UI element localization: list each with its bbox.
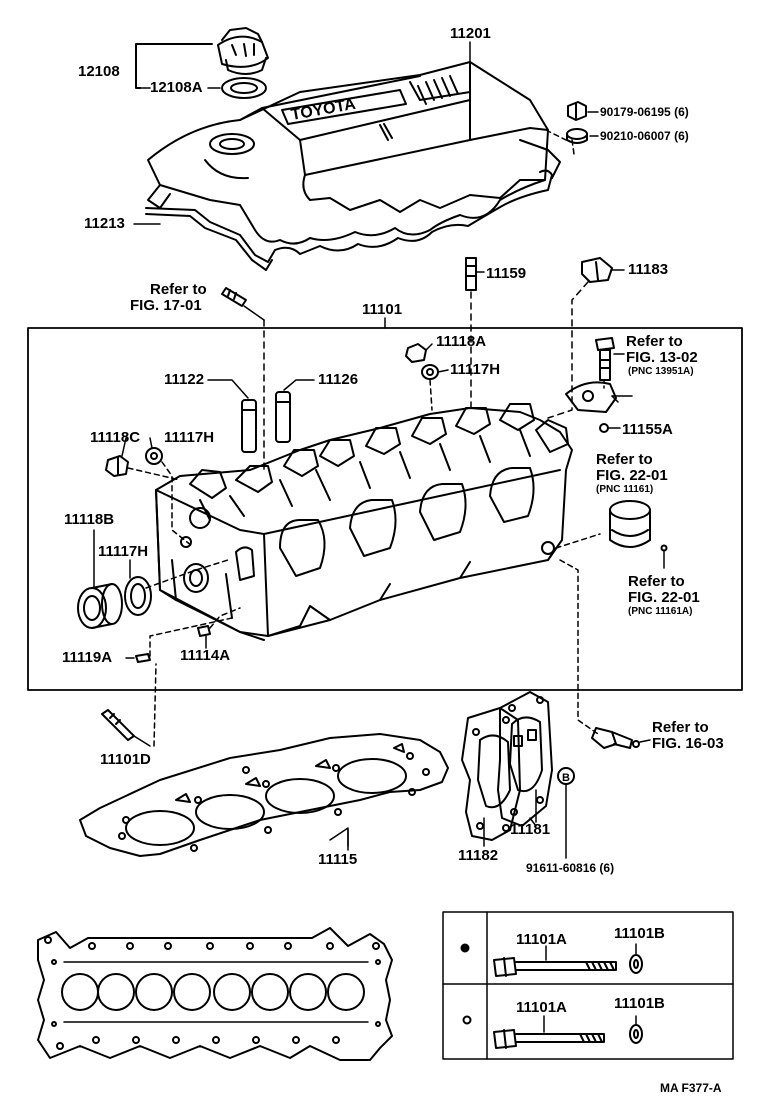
label-11117h-top: 11117H	[450, 361, 501, 378]
label-11117h-mid: 11117H	[98, 543, 149, 560]
label-11183: 11183	[628, 261, 669, 278]
label-refer-fig2201-line2: FIG. 22-01	[596, 467, 668, 484]
plug-11118b	[77, 583, 123, 629]
cylinder-head-cup-plug	[609, 500, 651, 548]
bolt-legend-table	[442, 911, 734, 1060]
label-12108a: 12108A	[150, 79, 203, 96]
label-refer-fig2201b-line1: Refer to	[628, 573, 685, 590]
label-refer-fig2201b-line3: (PNC 11161A)	[628, 606, 693, 617]
label-90179: 90179-06195 (6)	[600, 105, 689, 119]
cylinder-head-plug	[465, 257, 477, 291]
cylinder-head-gasket	[79, 733, 449, 857]
water-outlet-gasket	[461, 707, 521, 841]
label-refer-fig2201b-line2: FIG. 22-01	[628, 589, 700, 606]
label-11181: 11181	[510, 821, 551, 838]
exhaust-valve-guide	[275, 391, 291, 443]
cover-grommet	[566, 128, 588, 144]
plug-11118a	[405, 343, 427, 363]
label-11118c: 11118C	[90, 429, 141, 446]
oil-filler-gasket	[221, 77, 267, 99]
legend-washer-label-top: 11101B	[614, 925, 665, 942]
cylinder-head	[155, 403, 573, 641]
label-11115: 11115	[318, 851, 358, 868]
label-11117h-left: 11117H	[164, 429, 215, 446]
bearing-cap-bolt	[595, 337, 615, 381]
bolt-symbol-letter: B	[562, 772, 570, 784]
legend-marker-hollow	[462, 1015, 472, 1025]
gasket-11117h-top	[421, 364, 439, 380]
label-90210: 90210-06007 (6)	[600, 129, 689, 143]
label-11159: 11159	[486, 265, 527, 282]
cylinder-head-group-frame	[27, 327, 743, 691]
oil-filler-cap	[217, 27, 269, 75]
intake-valve-guide	[241, 399, 257, 453]
legend-bolt-label-bottom: 11101A	[516, 999, 567, 1016]
label-11182: 11182	[458, 847, 499, 864]
label-91611: 91611-60816 (6)	[526, 861, 615, 875]
figure-code: MA F377-A	[660, 1081, 722, 1095]
temperature-sensor	[591, 727, 640, 749]
label-11118a: 11118A	[436, 333, 487, 350]
label-11114a: 11114A	[180, 647, 231, 664]
head-bolt-long	[493, 1029, 605, 1049]
legend-washer-label-bottom: 11101B	[614, 995, 665, 1012]
camshaft-bearing-cap	[565, 381, 617, 413]
label-11118b: 11118B	[64, 511, 115, 528]
label-refer-fig1701-line1: Refer to	[150, 281, 207, 298]
head-bolt-washer-bottom	[629, 1024, 643, 1044]
pin-11119a	[135, 653, 151, 663]
label-11126: 11126	[318, 371, 359, 388]
label-11201: 11201	[450, 25, 491, 42]
gasket-11117h-left	[145, 447, 163, 465]
gasket-11117h-mid	[124, 576, 152, 616]
label-11213: 11213	[84, 215, 125, 232]
water-outlet-plate	[497, 691, 553, 827]
label-refer-fig1302-line2: FIG. 13-02	[626, 349, 698, 366]
cylinder-head-bottom-view	[37, 927, 393, 1061]
label-12108: 12108	[78, 63, 120, 80]
dowel-pin	[599, 423, 609, 433]
label-11122: 11122	[164, 371, 205, 388]
cylinder-head-cover: TOYOTA	[147, 61, 549, 245]
legend-bolt-label-top: 11101A	[516, 931, 567, 948]
label-refer-fig1302-line3: (PNC 13951A)	[628, 366, 694, 377]
label-refer-fig2201-line3: (PNC 11161)	[596, 484, 654, 495]
label-refer-fig1302-line1: Refer to	[626, 333, 683, 350]
cover-nut	[567, 101, 587, 121]
label-11101d: 11101D	[100, 751, 151, 768]
stud-bolt-11101d	[101, 709, 135, 741]
label-refer-fig1701-line2: FIG. 17-01	[130, 297, 202, 314]
legend-marker-filled	[460, 943, 470, 953]
label-refer-fig2201-line1: Refer to	[596, 451, 653, 468]
label-11155a: 11155A	[622, 421, 673, 438]
head-bolt-washer-top	[629, 954, 643, 974]
label-refer-fig1603-line2: FIG. 16-03	[652, 735, 724, 752]
camshaft-bearing-cap-plug	[581, 257, 613, 283]
label-11101: 11101	[362, 301, 403, 318]
pin-11114a	[197, 625, 211, 637]
label-11119a: 11119A	[62, 649, 113, 666]
head-bolt-short	[493, 957, 617, 977]
stud-bolt-upper	[221, 287, 247, 307]
label-refer-fig1603-line1: Refer to	[652, 719, 709, 736]
plug-11118c	[105, 455, 129, 477]
cylinder-head-cover-gasket	[145, 139, 561, 271]
